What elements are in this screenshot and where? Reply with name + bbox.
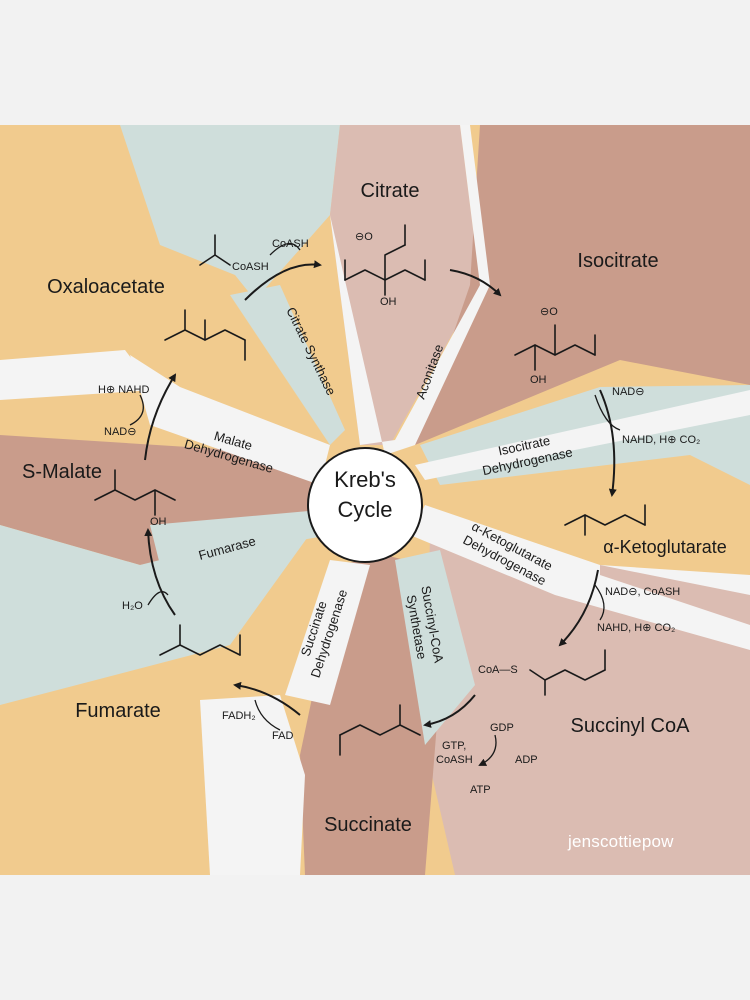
malate-oh: OH [150,516,167,528]
label-isocitrate: Isocitrate [577,250,658,272]
cof-fadh2: FADH₂ [222,710,256,722]
wedge-citrate-synthase [230,285,345,445]
label-oxaloacetate: Oxaloacetate [47,276,165,298]
wedge-succinyl-coa-syn [395,550,475,745]
cof-isocitrate-in: NAD⊖ [612,386,644,398]
fumarate-structure [159,624,241,656]
side-arrow-citrate [269,243,301,256]
akg-structure [564,504,646,536]
wedge-aconitase [330,125,490,455]
citrate-ominus: ⊖O [355,231,373,243]
isocitrate-structure: OH ⊖O [514,306,596,386]
acetyl-coash: CoASH [232,261,269,273]
region-isocitrate [415,125,750,445]
enzyme-succinyl-coa-syn: Succinyl-CoA Synthetase [404,584,447,664]
label-s-malate: S-Malate [22,461,102,483]
cof-akg-out: NAHD, H⊕ CO₂ [597,622,675,634]
region-fumarate-white [200,695,305,875]
label-alpha-ketoglutarate: α-Ketoglutarate [603,537,726,557]
wedge-isocitrate-dh-band [415,390,750,480]
arrow-akg-succinyl [558,569,599,647]
side-arrow-fad [254,699,281,731]
oxaloacetate-structure [164,309,246,361]
center-title-line1: Kreb's [334,467,396,492]
label-citrate: Citrate [361,180,420,202]
isocitrate-ominus: ⊖O [540,306,558,318]
citrate-structure: OH ⊖O [344,224,426,308]
malate-structure: OH [94,469,176,528]
cof-gtp: GTP, [442,740,466,752]
succinyl-coa-structure: CoA—S [478,649,606,696]
region-fumarase [0,520,320,705]
cof-adp: ADP [515,754,538,766]
arrow-oxaloacetate-citrate [244,260,322,301]
cof-gdp: GDP [490,722,514,734]
cof-malate-out: H⊕ NAHD [98,384,149,396]
isocitrate-oh: OH [530,374,547,386]
wedge-succinate-dh [285,560,370,705]
cof-isocitrate-out: NAHD, H⊕ CO₂ [622,434,700,446]
arrow-succinyl-succinate [423,694,476,728]
succinate-structure [339,704,421,756]
wedge-akg-dh [410,505,750,650]
cof-citrate-in: CoASH [272,238,309,250]
succinyl-coa-s: CoA—S [478,664,518,676]
arrow-succinate-fumarate [233,681,301,716]
cof-water: H₂O [122,600,143,612]
citrate-oh: OH [380,296,397,308]
cof-fad: FAD [272,730,293,742]
arrow-malate-oxaloacetate [144,373,177,461]
region-acetyl [120,125,340,300]
arrow-citrate-isocitrate [449,269,502,297]
kreb-cycle-diagram: Kreb's Cycle Citrate Isocitrate α-Ketogl… [0,125,750,875]
wedge-akg-rose [600,565,750,625]
cof-atp: ATP [470,784,491,796]
side-arrow-akg [594,584,605,621]
cof-coash: CoASH [436,754,473,766]
center-circle [307,447,423,563]
side-arrow-gdp-atp [478,734,497,766]
center-title-line2: Cycle [337,497,392,522]
poster: Kreb's Cycle Citrate Isocitrate α-Ketogl… [0,125,750,875]
wedge-left-white [0,350,155,400]
label-succinyl-coa: Succinyl CoA [571,715,691,737]
region-citrate [330,125,480,445]
label-fumarate: Fumarate [75,700,161,722]
wedge-malate-dh [130,355,330,485]
side-arrow-water [147,591,169,606]
side-arrow-isocitrate [594,394,621,431]
cof-malate-in: NAD⊖ [104,426,136,438]
arrow-isocitrate-akg [599,389,617,497]
cof-akg-in: NAD⊖, CoASH [605,586,680,598]
acetyl-coa-structure: CoASH [199,234,269,273]
label-succinate: Succinate [324,814,412,836]
wedge-fumarase [150,510,330,565]
side-arrow-nad [129,394,144,426]
arrow-fumarate-malate [144,528,176,616]
watermark: jenscottiepow [568,832,674,851]
